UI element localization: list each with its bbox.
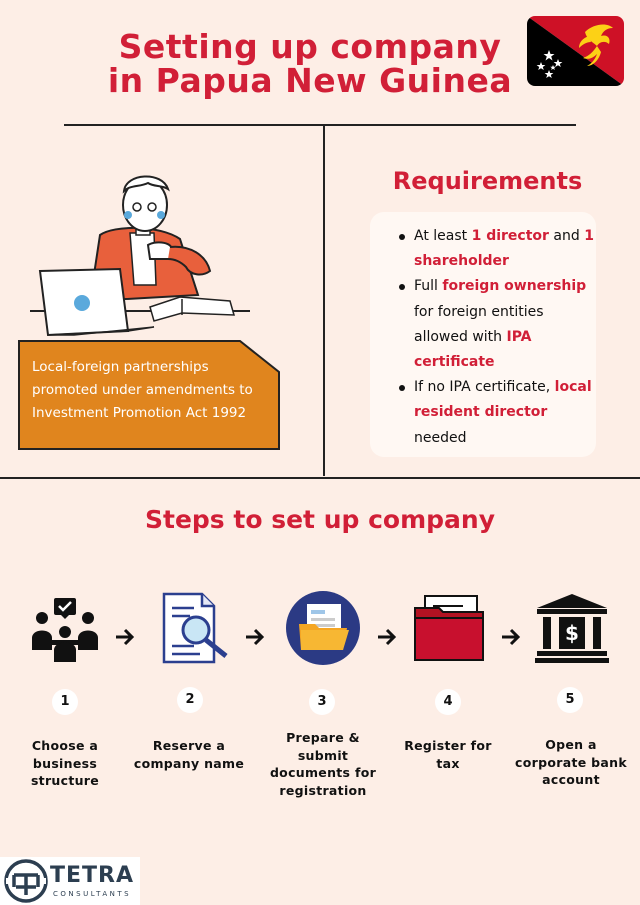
tetra-logo-icon	[4, 859, 48, 903]
papua-new-guinea-flag-icon	[527, 16, 624, 86]
requirement-text: At least	[414, 228, 472, 244]
logo-word: TETRA	[50, 863, 135, 888]
step-number-1: 1	[52, 689, 78, 715]
step-label-2: Reserve a company name	[133, 738, 245, 771]
step-number-5: 5	[557, 687, 583, 713]
page-title: Setting up company in Papua New Guinea	[100, 30, 520, 98]
step-number-3: 3	[309, 689, 335, 715]
step-label-4: Register for tax	[404, 738, 492, 771]
top-divider	[64, 124, 576, 126]
man-reading-illustration	[30, 175, 250, 340]
arrow-right-icon	[502, 628, 521, 646]
requirement-highlight: IPA certificate	[414, 328, 532, 371]
requirement-item: At least 1 director and 1 shareholder	[397, 224, 597, 274]
arrow-right-icon	[378, 628, 397, 646]
requirement-item: Full foreign ownership for foreign entit…	[397, 274, 597, 375]
requirements-title: Requirements	[392, 167, 583, 195]
vertical-divider	[323, 126, 325, 476]
title-line-1: Setting up company	[118, 27, 502, 66]
step-number-2: 2	[177, 687, 203, 713]
step-label-1: Choose a business structure	[30, 738, 100, 788]
folder-documents-icon	[285, 590, 361, 670]
title-line-2: in Papua New Guinea	[107, 61, 513, 100]
step-label-5: Open a corporate bank account	[515, 737, 627, 787]
team-structure-icon	[30, 598, 100, 668]
requirement-text: for foreign entities allowed with	[414, 303, 544, 345]
red-folder-icon	[413, 594, 485, 666]
arrow-right-icon	[246, 628, 265, 646]
steps-title: Steps to set up company	[144, 505, 495, 534]
requirement-text: Full	[414, 278, 443, 295]
arrow-right-icon	[116, 628, 135, 646]
partnership-note-text: Local-foreign partnerships promoted unde…	[32, 359, 253, 421]
requirement-highlight: 1 director	[471, 228, 549, 244]
svg-text:$: $	[565, 621, 579, 645]
section-divider	[0, 477, 640, 479]
partnership-note: Local-foreign partnerships promoted unde…	[18, 340, 280, 450]
requirement-text: needed	[414, 429, 467, 446]
step-number-4: 4	[435, 689, 461, 715]
document-search-icon	[160, 592, 234, 668]
requirement-item: If no IPA certificate, local resident di…	[397, 375, 597, 451]
tetra-consultants-logo: TETRA CONSULTANTS	[0, 857, 140, 905]
requirement-highlight: foreign ownership	[442, 278, 587, 295]
requirements-card	[370, 212, 596, 457]
requirement-highlight: local resident director	[414, 379, 592, 421]
requirement-text: If no IPA certificate,	[414, 379, 555, 396]
requirement-text: and	[548, 228, 585, 244]
bank-icon: $	[535, 592, 609, 668]
requirement-highlight: 1 shareholder	[414, 228, 594, 270]
step-label-3: Prepare & submit documents for registrat…	[269, 730, 377, 798]
logo-subtitle: CONSULTANTS	[53, 890, 132, 898]
